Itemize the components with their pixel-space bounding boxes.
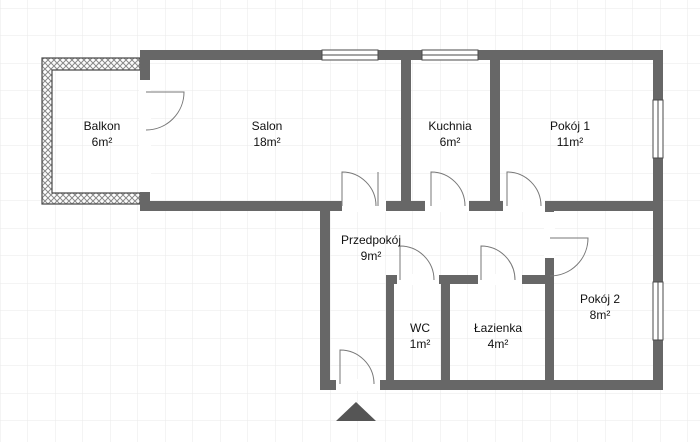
door-salon (341, 171, 377, 207)
room-area-przedpokoj: 9m² (361, 249, 382, 263)
entrance-arrow-icon (336, 402, 376, 421)
room-labels: Balkon 6m² Salon 18m² Kuchnia 6m² Pokój … (84, 119, 621, 351)
door-balkon (145, 91, 185, 131)
room-area-balkon: 6m² (92, 135, 113, 149)
room-name-pokoj2: Pokój 2 (580, 292, 620, 306)
door-pokoj2 (549, 237, 589, 277)
door-entrance (339, 349, 375, 385)
room-name-balkon: Balkon (84, 119, 121, 133)
room-name-pokoj1: Pokój 1 (550, 119, 590, 133)
door-lazienka (480, 245, 516, 281)
door-pokoj1 (506, 171, 542, 207)
doors (145, 91, 589, 385)
room-name-wc: WC (410, 321, 430, 335)
room-area-kuchnia: 6m² (440, 135, 461, 149)
room-name-przedpokoj: Przedpokój (341, 233, 401, 247)
room-name-salon: Salon (252, 119, 283, 133)
room-area-pokoj2: 8m² (590, 308, 611, 322)
room-area-pokoj1: 11m² (557, 135, 583, 149)
door-kuchnia (430, 171, 466, 207)
windows (321, 49, 664, 341)
room-name-lazienka: Łazienka (474, 321, 522, 335)
room-area-wc: 1m² (410, 337, 431, 351)
room-area-lazienka: 4m² (488, 337, 509, 351)
room-area-salon: 18m² (253, 135, 280, 149)
wall-openings (139, 80, 555, 391)
door-wc (399, 245, 435, 281)
room-name-kuchnia: Kuchnia (428, 119, 472, 133)
